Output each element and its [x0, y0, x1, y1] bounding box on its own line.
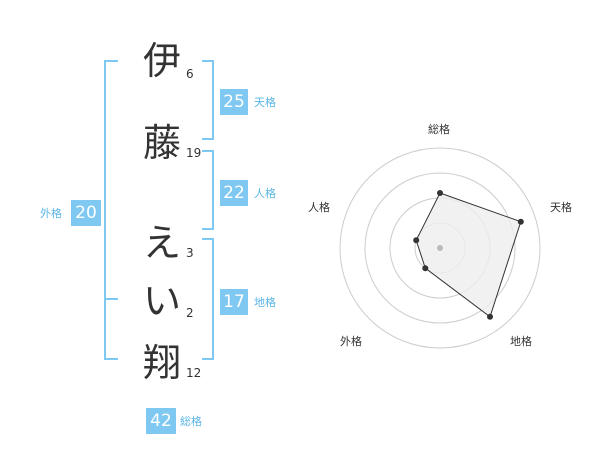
tenkaku-badge: 25	[220, 89, 248, 115]
radar-axis-label-soukaku: 総格	[428, 123, 450, 136]
radar-point-5	[413, 237, 420, 244]
name-char-5: 翔	[142, 341, 181, 385]
name-char-4: い	[142, 279, 181, 323]
radar-point-4	[422, 265, 429, 272]
jinkaku-label: 人格	[254, 187, 276, 200]
radar-point-1	[437, 190, 443, 196]
chikaku-badge: 17	[220, 289, 248, 315]
radar-axis-label-jinkaku: 人格	[308, 201, 330, 214]
radar-center-dot	[437, 245, 443, 251]
stroke-count-2: 19	[186, 146, 202, 160]
stroke-count-4: 2	[186, 306, 194, 320]
soukaku-label: 総格	[180, 415, 202, 428]
gaikaku-label: 外格	[40, 207, 62, 220]
radar-series-polygon	[415, 192, 522, 318]
radar-axis-label-tenkaku: 天格	[550, 201, 572, 214]
jinkaku-badge: 22	[220, 180, 248, 206]
stroke-count-3: 3	[186, 246, 194, 260]
fortune-radar-chart	[339, 147, 541, 349]
radar-point-2	[517, 218, 524, 225]
radar-axis-label-chikaku: 地格	[510, 335, 532, 348]
name-char-3: え	[142, 221, 181, 265]
name-char-1: 伊	[142, 39, 181, 83]
chikaku-label: 地格	[254, 296, 276, 309]
stroke-count-5: 12	[186, 366, 202, 380]
stroke-count-1: 6	[186, 67, 194, 81]
radar-ring-4	[339, 147, 541, 349]
soukaku-badge: 42	[146, 408, 176, 434]
tenkaku-label: 天格	[254, 96, 276, 109]
gaikaku-badge: 20	[71, 200, 101, 226]
radar-ring-3	[364, 172, 516, 324]
radar-axis-label-gaikaku: 外格	[340, 335, 362, 348]
name-char-2: 藤	[142, 121, 181, 165]
radar-point-3	[487, 313, 493, 320]
